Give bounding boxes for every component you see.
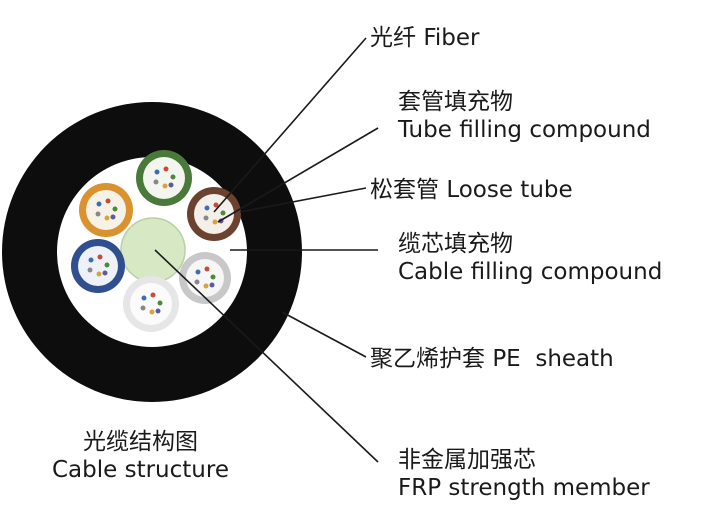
loose-tube-white-bottom (123, 276, 179, 332)
label-frp-en: FRP strength member (398, 475, 650, 501)
label-cable-filling-zh: 缆芯填充物 (398, 231, 513, 257)
label-loose-tube: 松套管 Loose tube (370, 176, 573, 204)
label-frp-zh: 非金属加强芯 (398, 447, 536, 473)
label-tube-filling: 套管填充物 Tube filling compound (398, 88, 651, 144)
label-tube-filling-zh: 套管填充物 (398, 89, 513, 115)
label-fiber: 光纤 Fiber (370, 24, 479, 52)
label-cable-filling-en: Cable filling compound (398, 259, 663, 285)
loose-tube-orange (79, 183, 133, 237)
label-pe-sheath-en: PE sheath (492, 346, 614, 372)
caption-en: Cable structure (52, 457, 229, 483)
label-fiber-en: Fiber (423, 25, 480, 51)
leader-line-frp (154, 249, 379, 463)
label-frp-strength-member: 非金属加强芯 FRP strength member (398, 446, 650, 502)
label-pe-sheath-zh: 聚乙烯护套 (370, 346, 485, 372)
label-tube-filling-en: Tube filling compound (398, 117, 651, 143)
leader-line-tube-filling (217, 127, 379, 223)
label-loose-tube-en: Loose tube (446, 177, 573, 203)
label-pe-sheath: 聚乙烯护套 PE sheath (370, 345, 614, 373)
loose-tube-green (136, 150, 192, 206)
label-cable-filling: 缆芯填充物 Cable filling compound (398, 230, 662, 286)
caption-zh: 光缆结构图 (82, 429, 198, 455)
loose-tube-brown (187, 187, 241, 241)
loose-tube-white-right (179, 252, 231, 304)
diagram-caption: 光缆结构图 Cable structure (52, 428, 229, 484)
frp-strength-member (120, 217, 186, 283)
leader-line-fiber (213, 37, 367, 213)
leader-line-loose-tube (239, 187, 367, 213)
label-fiber-zh: 光纤 (370, 25, 416, 51)
loose-tube-blue (71, 239, 125, 293)
label-loose-tube-zh: 松套管 (370, 177, 439, 203)
leader-line-sheath (281, 311, 367, 358)
